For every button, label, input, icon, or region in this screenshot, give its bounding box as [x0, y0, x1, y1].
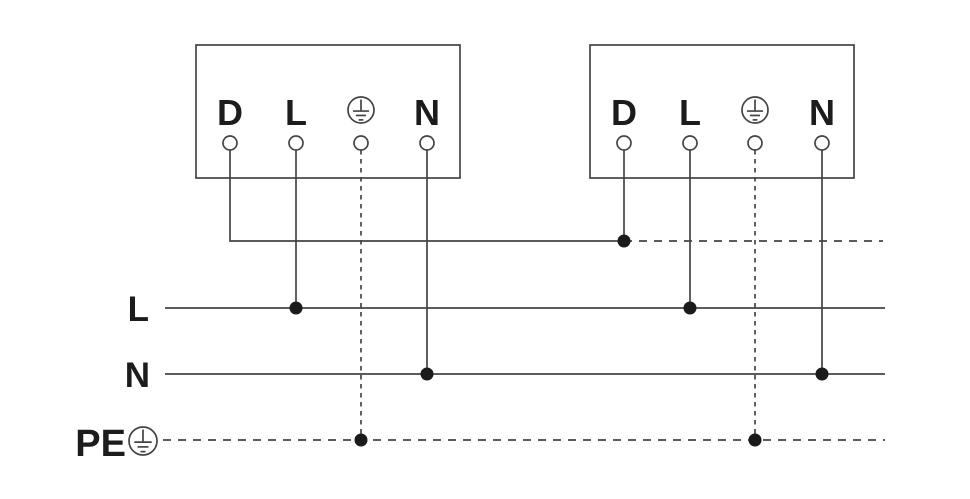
bus-pe-label: PE	[75, 423, 126, 465]
junction-n-device1	[420, 367, 434, 381]
junction-l-device1	[289, 301, 303, 315]
device-2-terminal-d-contact	[616, 135, 632, 151]
device-1-terminal-l-contact	[288, 135, 304, 151]
device-1-box	[195, 44, 461, 179]
wire-device1-d-link	[229, 150, 624, 242]
device-2-terminal-d-label: D	[611, 92, 637, 133]
device-1-terminal-earth-earth-icon	[347, 96, 375, 124]
bus-n-label: N	[125, 356, 150, 395]
junction-pe-device1	[354, 433, 368, 447]
device-2-box	[589, 44, 855, 179]
junction-pe-device2	[748, 433, 762, 447]
device-1-terminal-earth-contact	[353, 135, 369, 151]
device-1-terminal-n-contact	[419, 135, 435, 151]
device-1-terminal-l-label: L	[285, 92, 307, 133]
bus-l: L	[128, 290, 885, 329]
device-2-terminal-l-contact	[682, 135, 698, 151]
device-2-terminal-l-label: L	[679, 92, 701, 133]
bus-n: N	[125, 356, 885, 395]
device-2-terminal-n-label: N	[809, 92, 835, 133]
bus-l-label: L	[128, 290, 149, 329]
junction-n-device2	[815, 367, 829, 381]
junction-l-device2	[683, 301, 697, 315]
device-2-terminal-n-contact	[814, 135, 830, 151]
junction-d-link	[617, 234, 631, 248]
device-1-terminal-d-contact	[222, 135, 238, 151]
device-1-terminal-n-label: N	[414, 92, 440, 133]
device-2-terminal-earth-contact	[747, 135, 763, 151]
device-2-terminal-earth-earth-icon	[741, 96, 769, 124]
device-1-terminal-d-label: D	[217, 92, 243, 133]
bus-pe: PE	[75, 423, 885, 465]
bus-pe-earth-icon	[128, 426, 158, 456]
